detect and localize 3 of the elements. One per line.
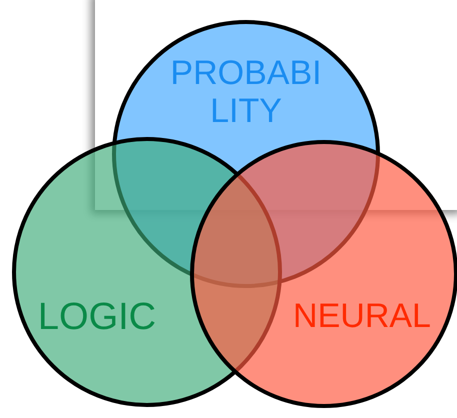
circle-label: PROBABI LITY <box>169 54 323 130</box>
circle-label: NEURAL <box>292 297 432 336</box>
circle-label: LOGIC <box>36 296 158 338</box>
